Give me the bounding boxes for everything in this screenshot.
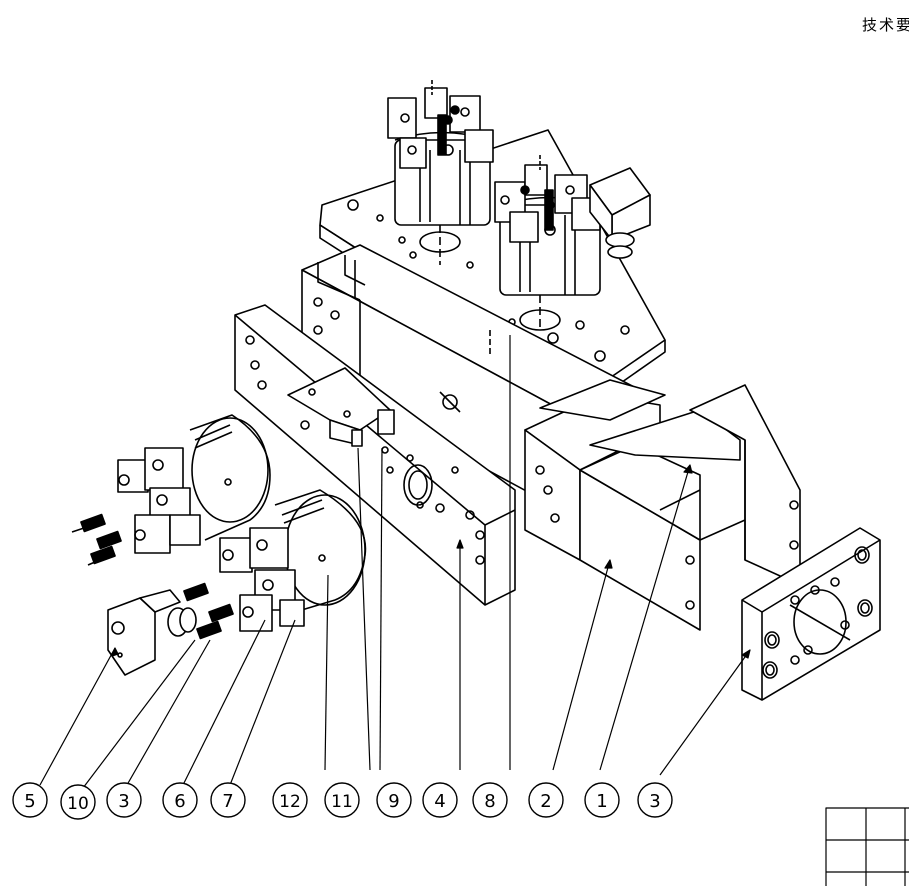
top-gripper-right: [494, 155, 651, 330]
balloon-9: 9: [376, 782, 412, 818]
svg-text:7: 7: [222, 791, 233, 812]
balloon-7: 7: [210, 782, 246, 818]
svg-text:3: 3: [649, 791, 660, 812]
svg-text:6: 6: [174, 791, 185, 812]
balloon-3-right: 3: [637, 782, 673, 818]
balloon-2: 2: [528, 782, 564, 818]
balloon-10: 10: [60, 784, 96, 820]
balloon-6: 6: [162, 782, 198, 818]
left-cylinder-lower: [219, 489, 367, 632]
svg-text:3: 3: [118, 791, 129, 812]
right-block: [524, 379, 801, 631]
svg-text:12: 12: [279, 792, 301, 812]
balloon-11: 11: [324, 782, 360, 818]
title-block: [825, 807, 909, 886]
part-balloons: 5 10 3 6 7 12 11 9: [12, 782, 673, 820]
front-flange: [741, 527, 881, 701]
left-cylinder-upper: [117, 414, 271, 554]
balloon-5: 5: [12, 782, 48, 818]
svg-text:2: 2: [540, 791, 551, 812]
svg-text:10: 10: [67, 794, 89, 814]
top-gripper-left: [387, 80, 494, 265]
svg-text:4: 4: [434, 791, 445, 812]
svg-text:9: 9: [388, 791, 399, 812]
sensor-bracket: [287, 367, 395, 447]
balloon-4: 4: [422, 782, 458, 818]
balloon-12: 12: [272, 782, 308, 818]
svg-text:11: 11: [331, 792, 353, 812]
svg-text:1: 1: [596, 791, 607, 812]
connector-fitting: [107, 589, 197, 676]
balloon-8: 8: [472, 782, 508, 818]
technical-requirements-title: 技术要: [862, 16, 909, 34]
leader-lines: [39, 335, 751, 789]
svg-text:8: 8: [484, 791, 495, 812]
set-screws: [71, 513, 234, 640]
balloon-3: 3: [106, 782, 142, 818]
balloon-1: 1: [584, 782, 620, 818]
svg-text:5: 5: [24, 791, 35, 812]
